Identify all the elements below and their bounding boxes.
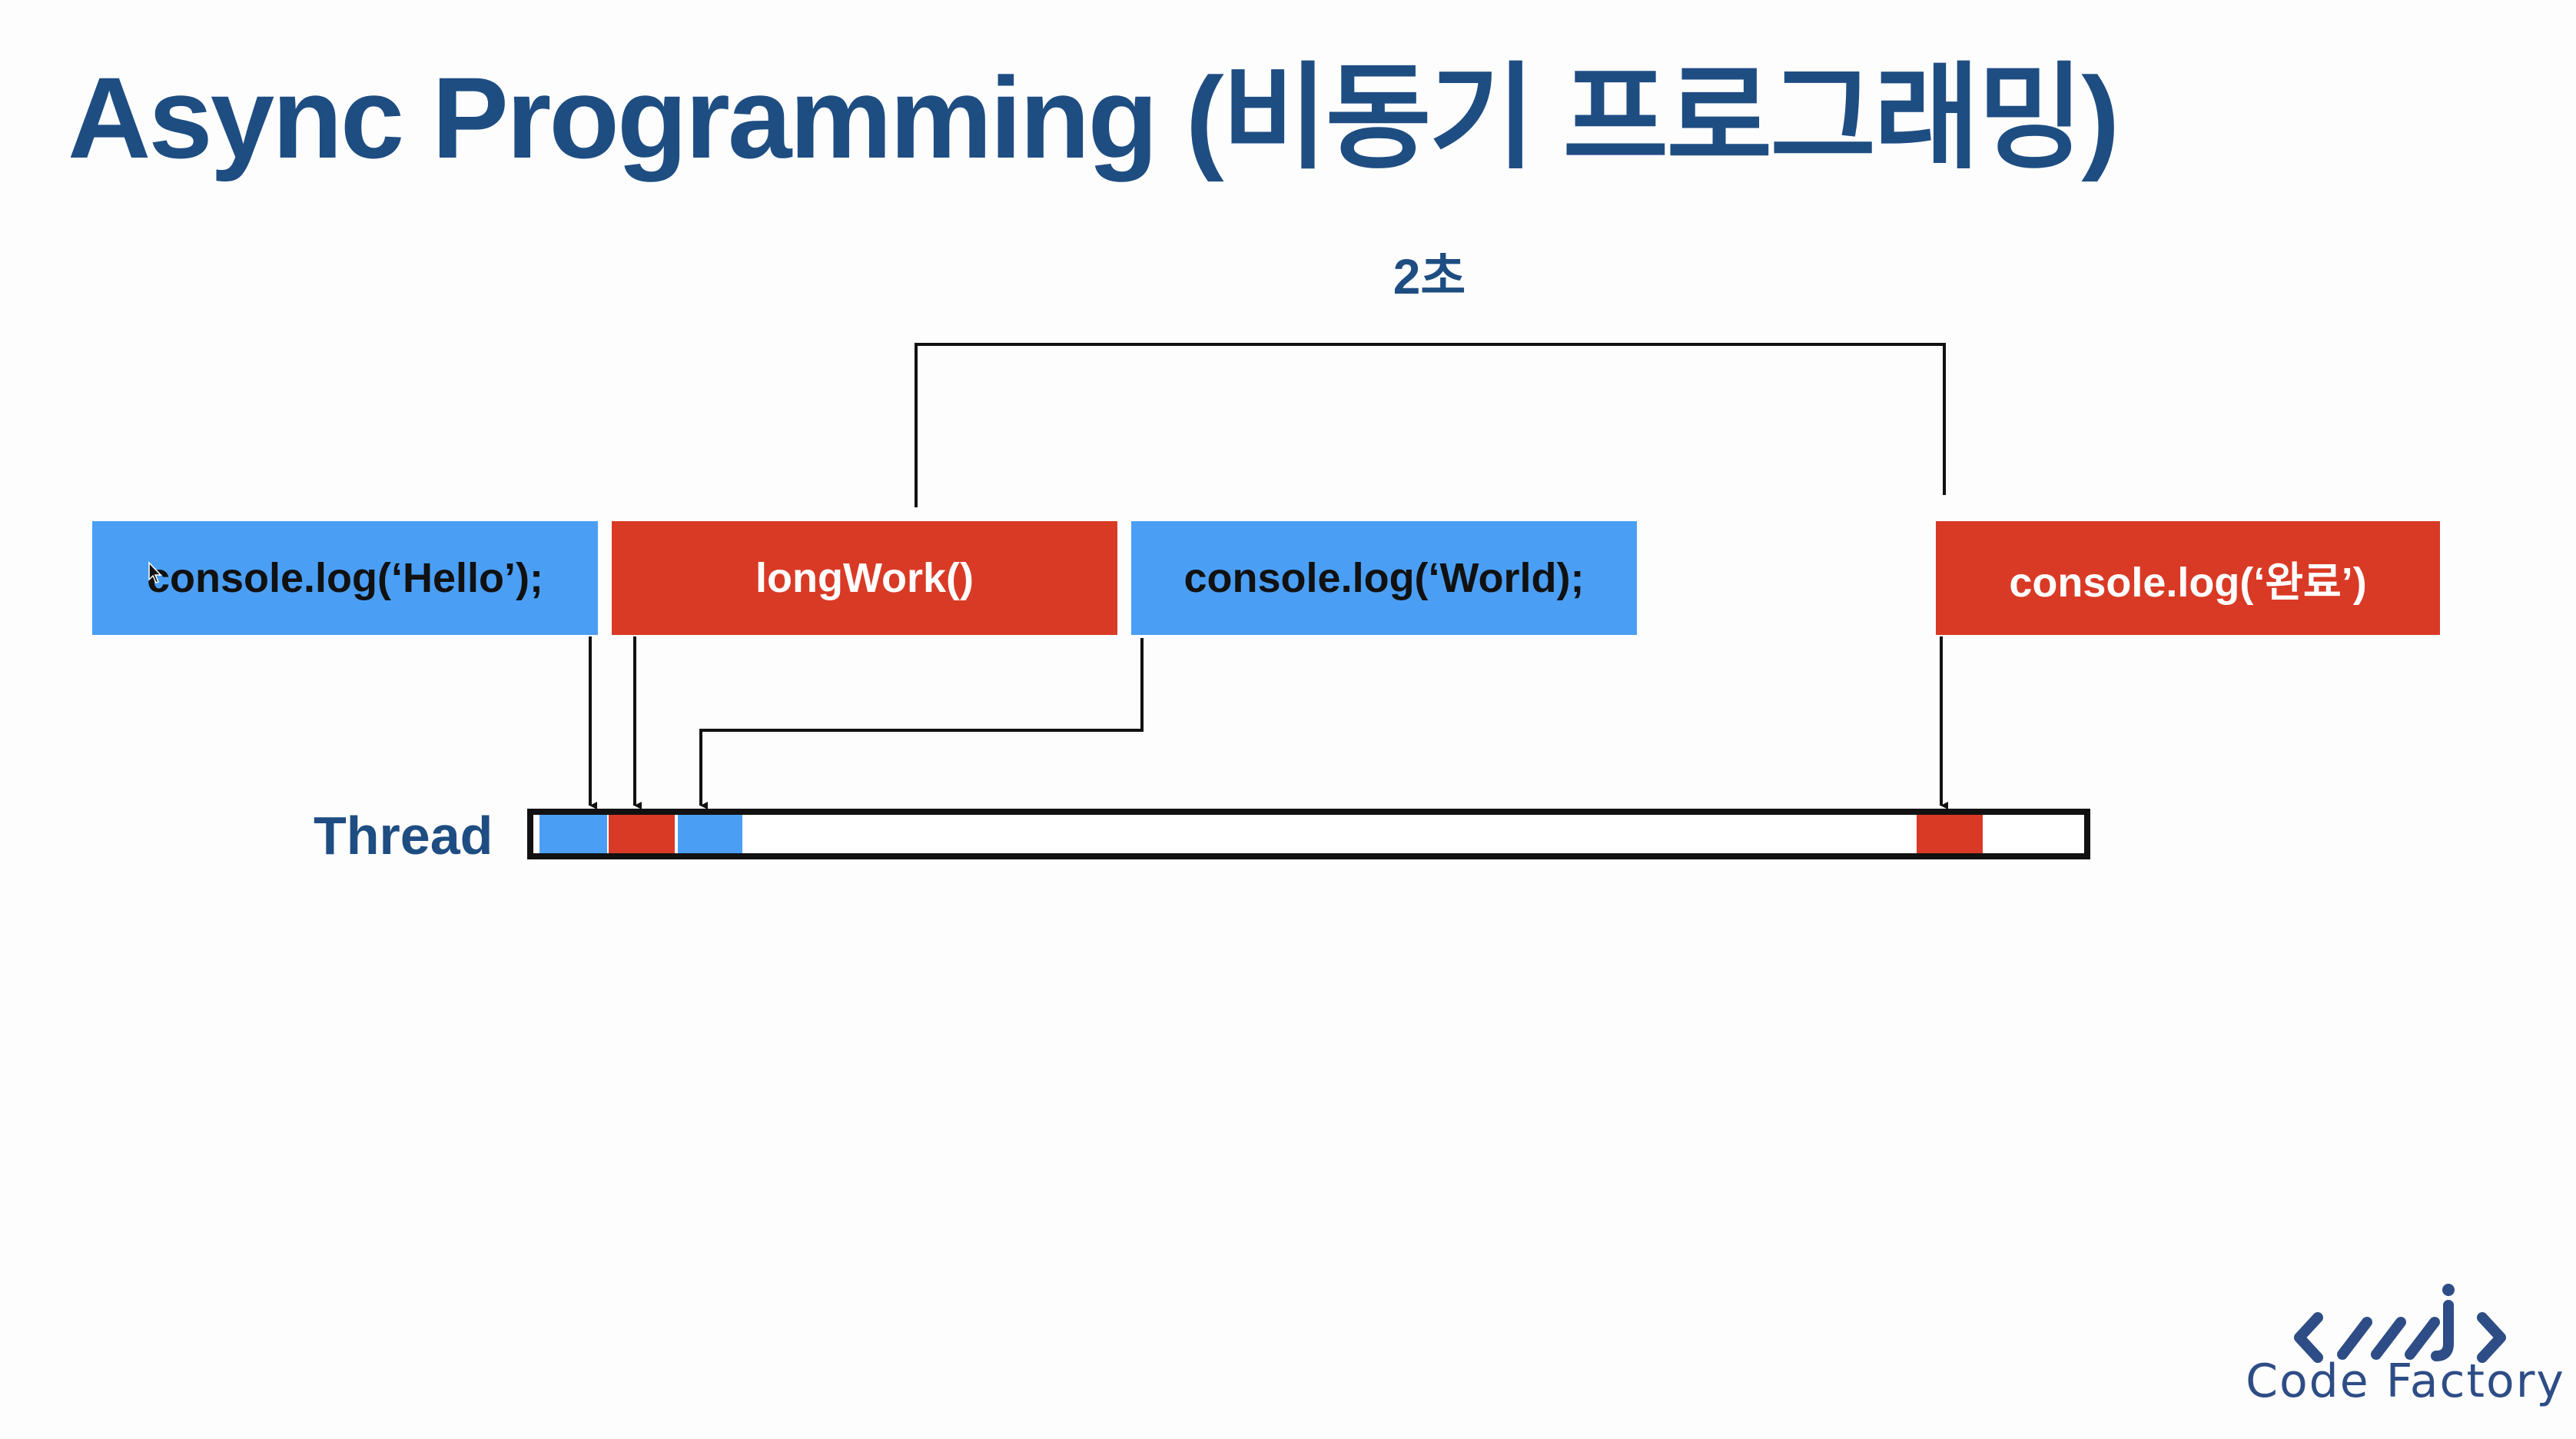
code-brackets-icon xyxy=(2294,1284,2506,1363)
logo-name: Code Factory xyxy=(2246,1354,2565,1408)
thread-segment-hello xyxy=(539,815,607,853)
code-block-longwork: longWork() xyxy=(612,521,1117,635)
thread-segment-world xyxy=(678,815,742,853)
thread-bar xyxy=(527,809,2090,859)
code-block-world-label: console.log(‘World); xyxy=(1183,555,1585,601)
code-block-done: console.log(‘완료’) xyxy=(1936,521,2440,635)
duration-label: 2초 xyxy=(1393,249,1466,304)
code-block-world: console.log(‘World); xyxy=(1131,521,1637,635)
duration-bracket xyxy=(915,343,1946,507)
code-block-hello: console.log(‘Hello’); xyxy=(92,521,598,635)
world-to-thread-arrow xyxy=(699,638,1144,809)
slide-title: Async Programming (비동기 프로그래밍) xyxy=(68,53,2120,182)
code-block-done-label: console.log(‘완료’) xyxy=(2009,559,2367,606)
thread-segment-done xyxy=(1917,815,1983,853)
thread-segment-longwork xyxy=(609,815,675,853)
mouse-cursor-icon xyxy=(148,561,162,583)
thread-label: Thread xyxy=(314,806,493,866)
code-block-longwork-label: longWork() xyxy=(755,555,974,601)
code-block-hello-label: console.log(‘Hello’); xyxy=(146,555,543,601)
